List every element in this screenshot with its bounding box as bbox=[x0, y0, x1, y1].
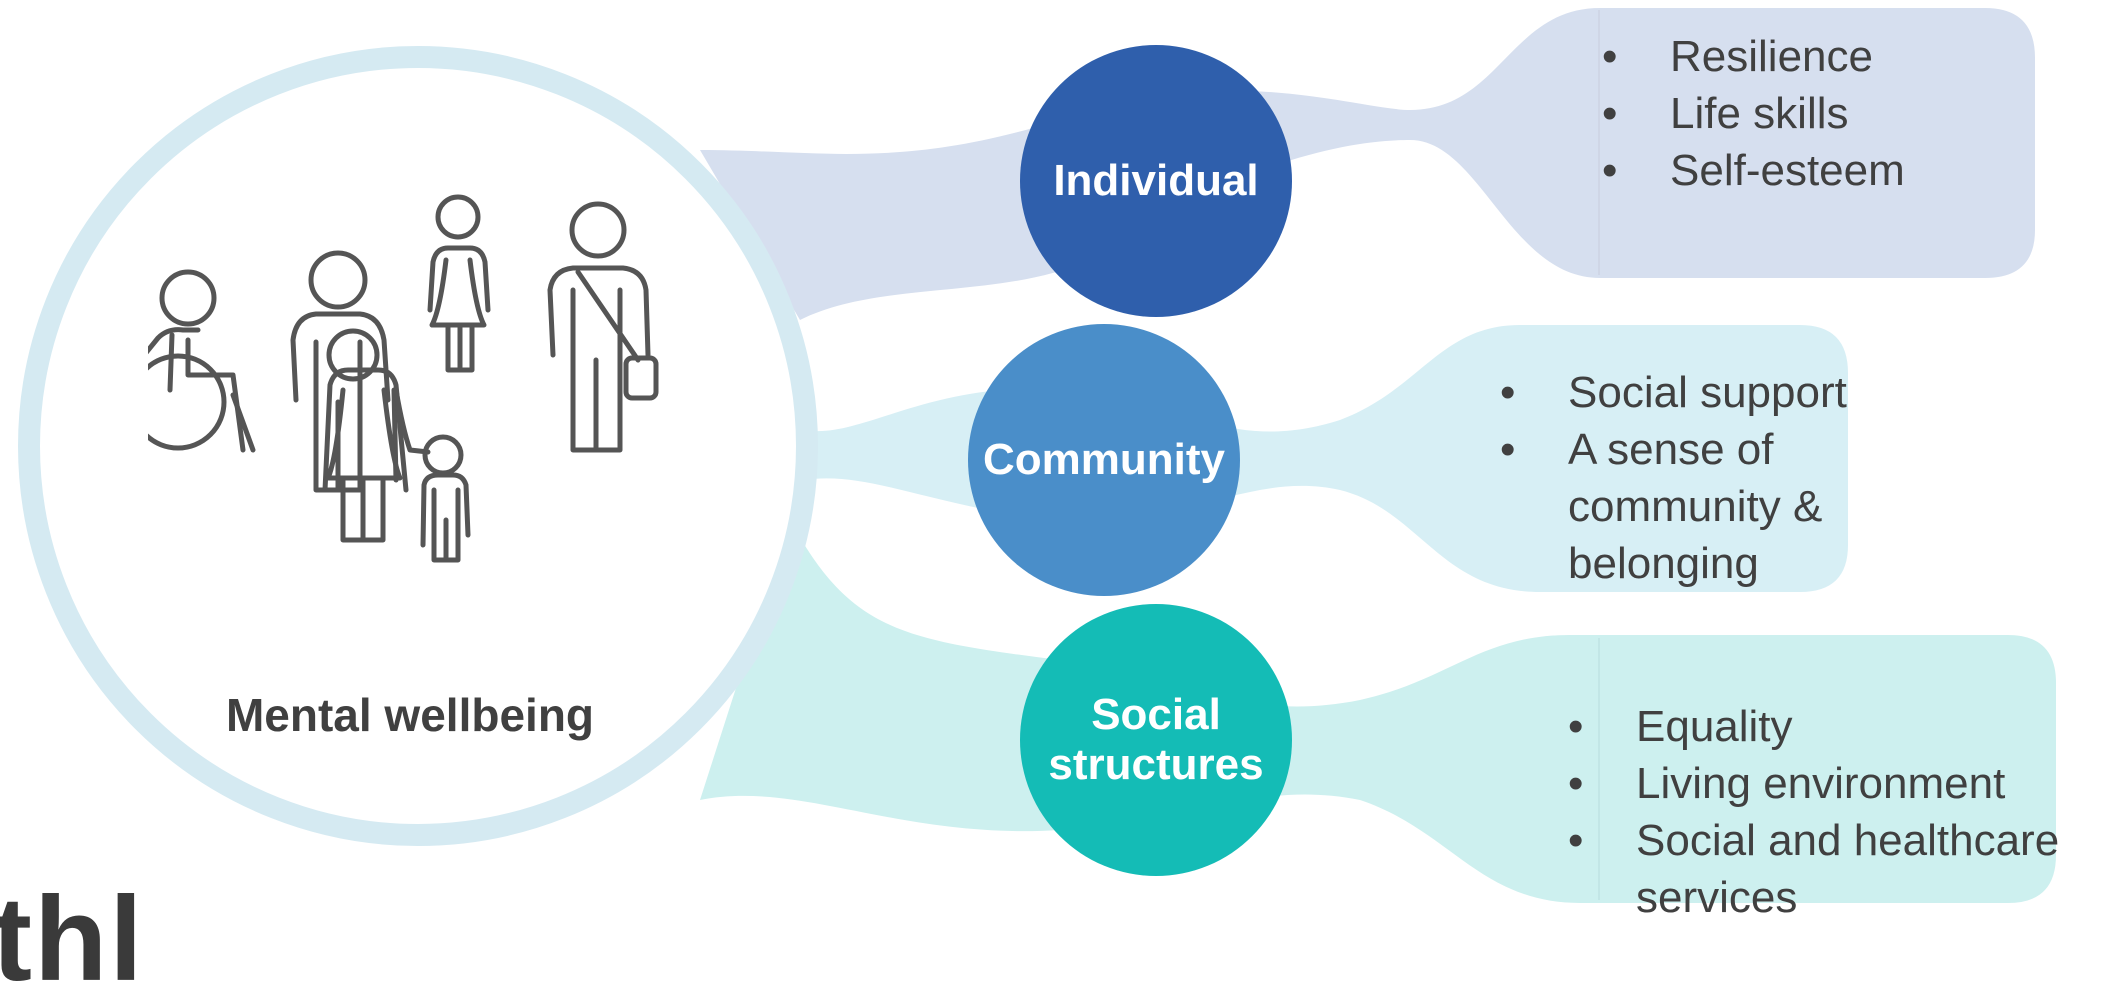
list-item: Life skills bbox=[1602, 85, 1905, 142]
individual-list: Resilience Life skills Self-esteem bbox=[1602, 28, 1905, 199]
community-list: Social support A sense of community & be… bbox=[1500, 364, 1878, 592]
center-label: Mental wellbeing bbox=[225, 689, 595, 741]
social-structures-list: Equality Living environment Social and h… bbox=[1568, 698, 2118, 926]
wellbeing-diagram: Mental wellbeing Individual Community So… bbox=[0, 0, 2118, 920]
node-social-structures-label: Social structures bbox=[1048, 690, 1264, 789]
node-social-structures: Social structures bbox=[1020, 604, 1292, 876]
thl-logo: thl bbox=[0, 872, 145, 1006]
list-item: Living environment bbox=[1568, 755, 2118, 812]
people-group-icon bbox=[148, 194, 659, 563]
list-item: Equality bbox=[1568, 698, 2118, 755]
list-item: Social support bbox=[1500, 364, 1878, 421]
list-item: Social and healthcare services bbox=[1568, 812, 2118, 926]
list-item: Resilience bbox=[1602, 28, 1905, 85]
list-item: A sense of community & belonging bbox=[1500, 421, 1878, 592]
node-community-label: Community bbox=[983, 435, 1225, 485]
node-individual-label: Individual bbox=[1053, 156, 1259, 206]
node-community: Community bbox=[968, 324, 1240, 596]
list-item: Self-esteem bbox=[1602, 142, 1905, 199]
node-individual: Individual bbox=[1020, 45, 1292, 317]
panel-divider-individual bbox=[1598, 10, 1600, 275]
